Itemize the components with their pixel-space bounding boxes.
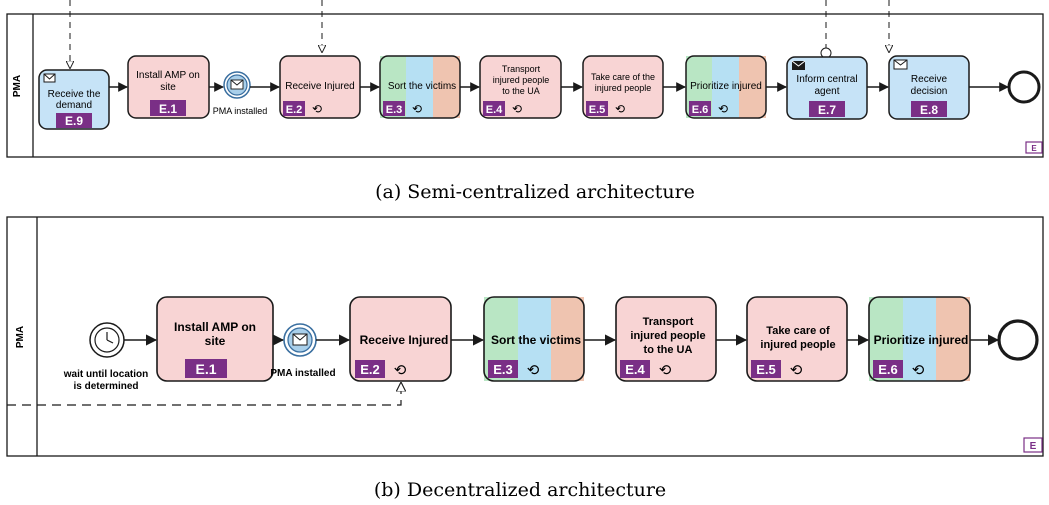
- task-code: E.4: [486, 104, 503, 116]
- task-code: E.1: [195, 361, 216, 377]
- task-label: Receive Injured: [285, 81, 354, 92]
- corner-tag-b-label: E: [1030, 441, 1037, 452]
- loop-icon: ⟲: [718, 102, 728, 116]
- caption-b: (b) Decentralized architecture: [374, 479, 666, 501]
- task-receive-injured: Receive Injured E.2 ⟲: [279, 55, 361, 119]
- event-label: PMA installed: [270, 368, 335, 379]
- task-label: Sort the victims: [491, 333, 581, 347]
- loop-icon: ⟲: [659, 362, 672, 379]
- corner-tag-a-label: E: [1031, 144, 1037, 153]
- task-prioritize-injured: Prioritize injured E.6 ⟲: [868, 296, 971, 382]
- loop-icon: ⟲: [615, 102, 625, 116]
- task-code: E.6: [692, 104, 709, 116]
- loop-icon: ⟲: [790, 362, 803, 379]
- loop-icon: ⟲: [912, 362, 925, 379]
- task-sort-victims: Sort the victims E.3 ⟲: [483, 296, 585, 382]
- loop-icon: ⟲: [394, 362, 407, 379]
- loop-icon: ⟲: [512, 102, 522, 116]
- message-flow-b: [7, 383, 401, 406]
- pool-b-label: PMA: [15, 326, 26, 348]
- task-code: E.5: [756, 362, 776, 377]
- task-code: E.6: [878, 362, 898, 377]
- task-label: Prioritize injured: [690, 81, 762, 92]
- intermediate-event-pma-installed: PMA installed: [270, 323, 336, 379]
- task-code: E.7: [818, 103, 836, 117]
- pool-a-label: PMA: [12, 75, 23, 97]
- task-label: Receive Injured: [360, 333, 449, 347]
- task-sort-victims: Sort the victims E.3 ⟲: [379, 55, 461, 119]
- task-code: E.3: [386, 104, 403, 116]
- envelope-icon: [43, 73, 56, 83]
- task-receive-injured: Receive Injured E.2 ⟲: [349, 296, 452, 382]
- task-code: E.2: [360, 362, 380, 377]
- task-label: Prioritize injured: [874, 333, 969, 347]
- task-label: Sort the victims: [388, 81, 456, 92]
- loop-icon: ⟲: [312, 102, 322, 116]
- loop-icon: ⟲: [527, 362, 540, 379]
- task-code: E.4: [625, 362, 645, 377]
- end-event-b: [997, 319, 1039, 361]
- loop-icon: ⟲: [412, 102, 422, 116]
- intermediate-event-pma-installed: PMA installed: [213, 71, 268, 116]
- corner-tag-a: [1025, 141, 1043, 154]
- caption-a: (a) Semi-centralized architecture: [375, 181, 695, 203]
- end-event-a: [1007, 70, 1041, 104]
- task-code: E.9: [65, 114, 83, 128]
- task-code: E.5: [589, 104, 606, 116]
- task-prioritize-injured: Prioritize injured E.6 ⟲: [685, 55, 767, 119]
- task-code: E.1: [159, 102, 177, 116]
- task-code: E.3: [493, 362, 513, 377]
- event-label: PMA installed: [213, 106, 268, 116]
- corner-tag-b: [1023, 437, 1043, 453]
- task-code: E.8: [920, 103, 938, 117]
- task-code: E.2: [286, 104, 303, 116]
